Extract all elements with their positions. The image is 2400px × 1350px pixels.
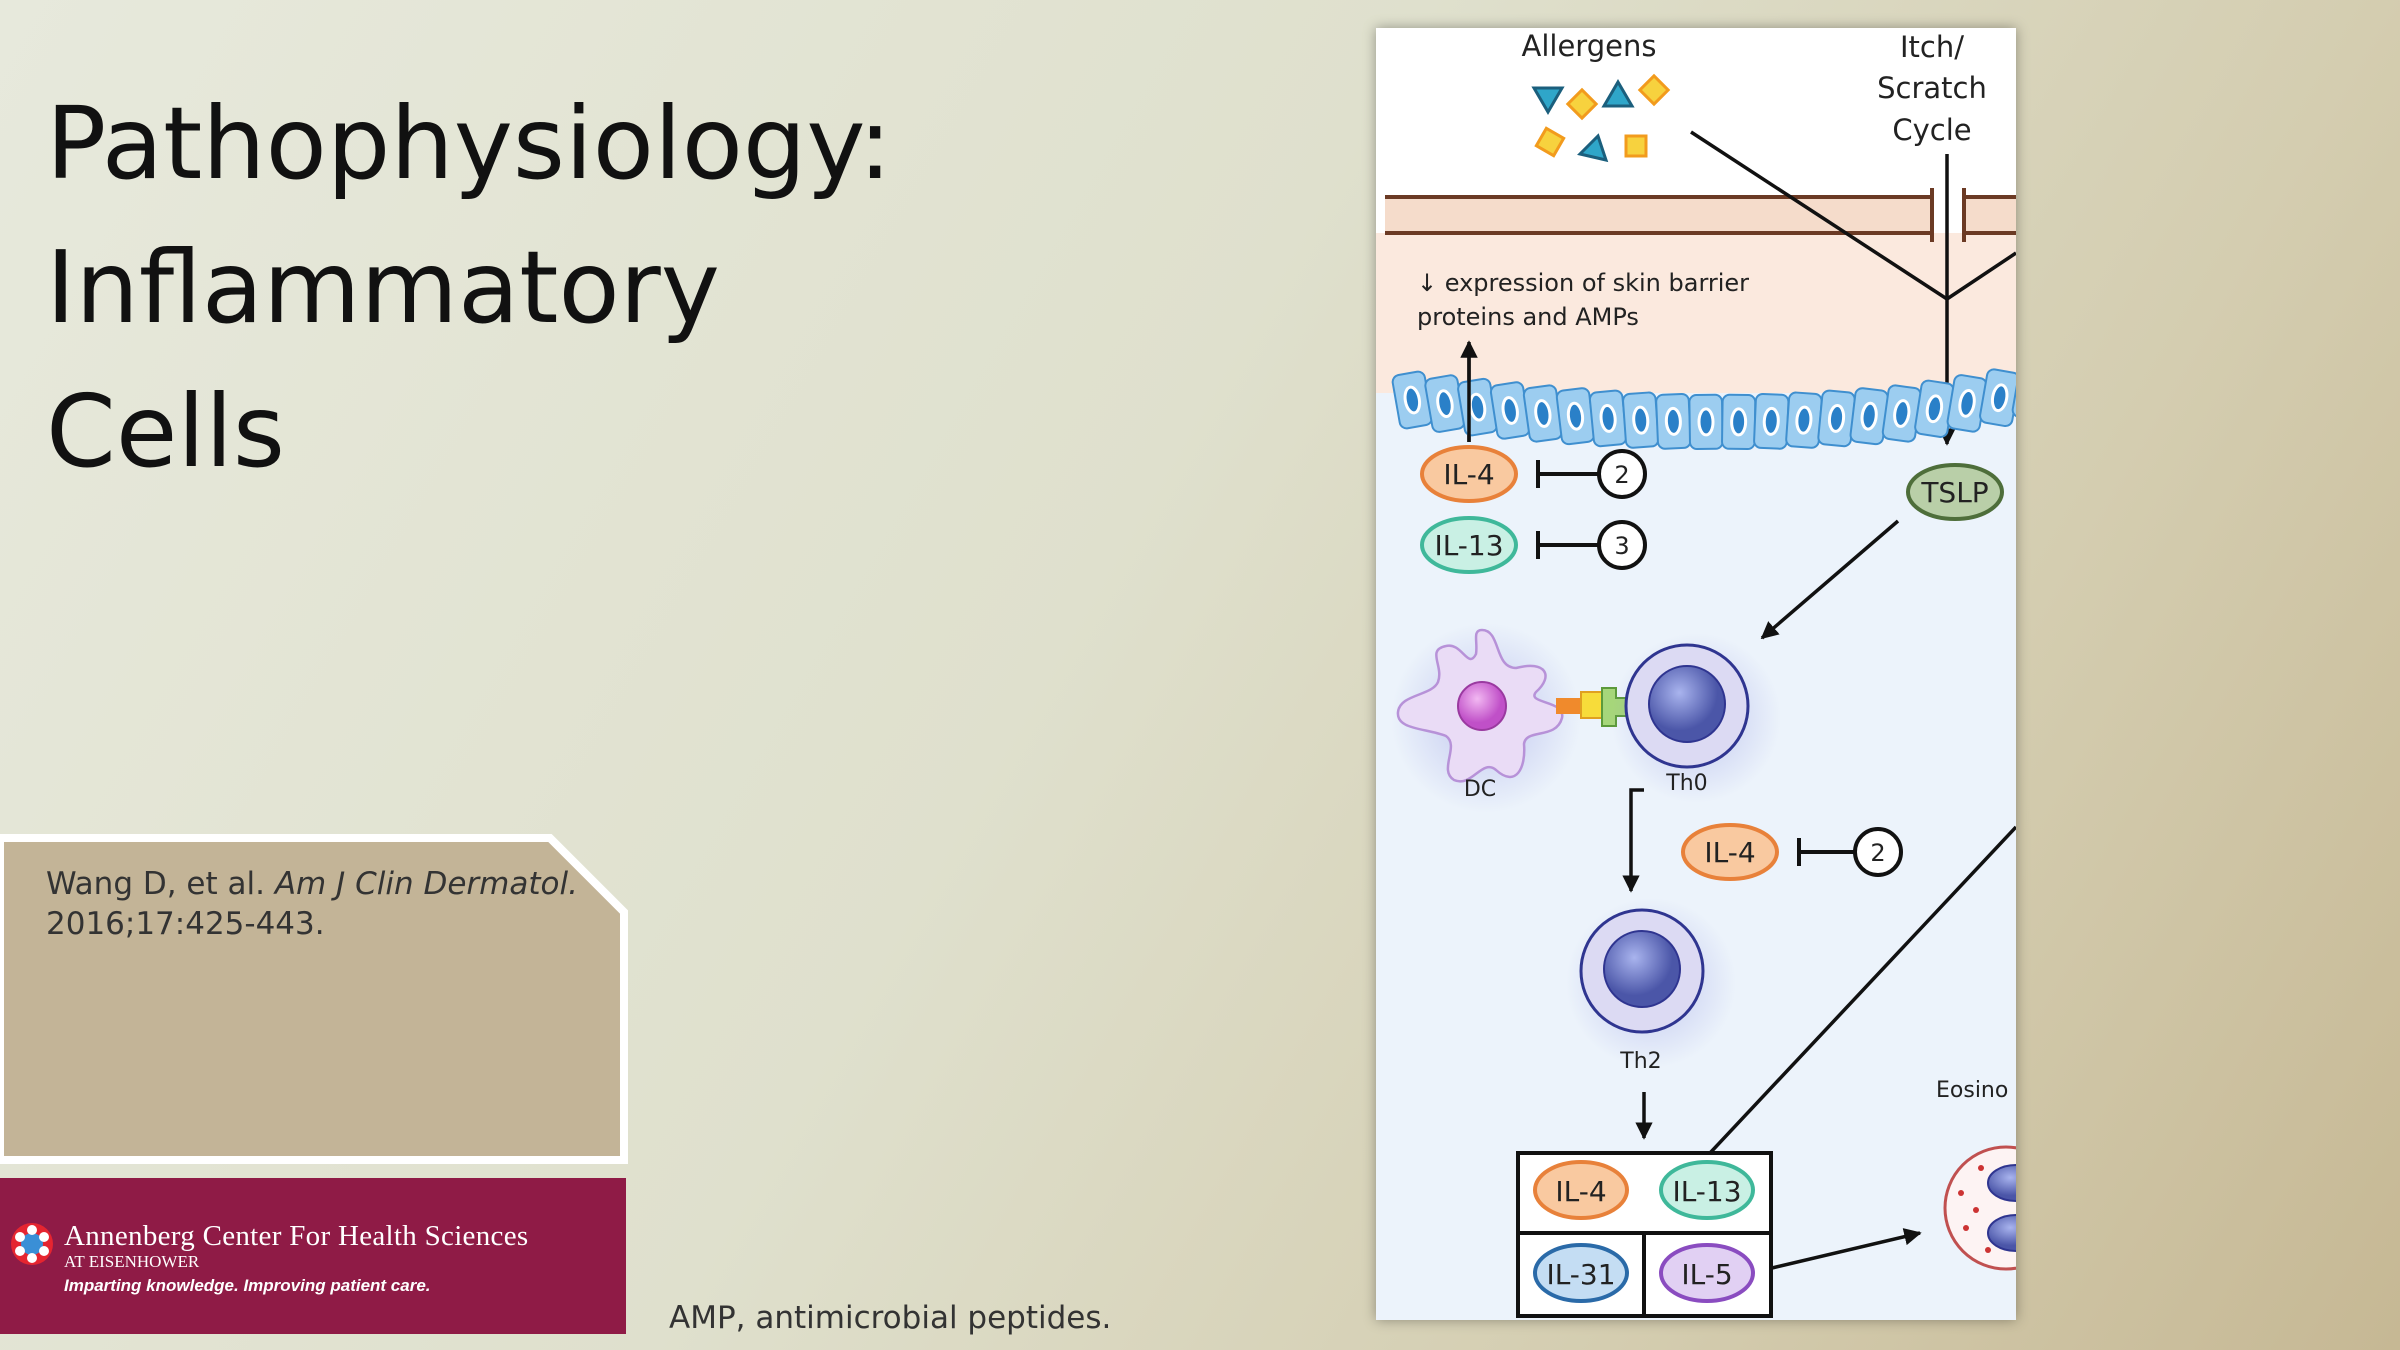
- keratinocyte-cell: [1655, 392, 1692, 450]
- il4-label: IL-4: [1443, 458, 1494, 491]
- title-line: Cells: [46, 373, 286, 490]
- keratinocyte-cell: [1588, 389, 1628, 448]
- logo-name: Annenberg Center For Health Sciences: [64, 1220, 529, 1252]
- dc-label: DC: [1464, 777, 1496, 802]
- keratinocyte-cell: [1688, 393, 1724, 451]
- annenberg-logo-bar: Annenberg Center For Health Sciences AT …: [0, 1178, 626, 1334]
- keratinocyte-cell: [1721, 393, 1757, 451]
- scratch-label: Scratch: [1877, 71, 1987, 105]
- pathway-diagram: Allergens Itch/ Scratch Cycle ↓ expressi…: [1376, 28, 2016, 1320]
- keratinocyte-cell: [1555, 387, 1596, 446]
- il31-box: IL-31: [1533, 1243, 1629, 1303]
- title-line: Pathophysiology:: [46, 85, 892, 202]
- allergens-label: Allergens: [1522, 29, 1657, 63]
- title-line: Inflammatory: [46, 229, 720, 346]
- keratinocyte-layer: [1391, 362, 2016, 451]
- eosinophil-cell: [1943, 1145, 2016, 1271]
- il13-box: IL-13: [1659, 1160, 1755, 1220]
- expression-text-line1: ↓ expression of skin barrier: [1417, 269, 1749, 297]
- inhibit-2-mid: [1797, 827, 1903, 877]
- il13-top: IL-13: [1420, 516, 1518, 574]
- logo-tagline: Imparting knowledge. Improving patient c…: [64, 1276, 431, 1295]
- keratinocyte-cell: [1753, 392, 1790, 450]
- number-2-badge: 2: [1870, 839, 1885, 867]
- citation: Wang D, et al. Am J Clin Dermatol. 2016;…: [46, 864, 578, 944]
- il4-top: IL-4: [1420, 445, 1518, 503]
- allergen-particles: [1531, 73, 1671, 163]
- number-2-badge: 2: [1614, 461, 1629, 489]
- keratinocyte-cell: [1849, 387, 1889, 446]
- citation-authors: Wang D, et al.: [46, 866, 265, 902]
- th0-cell: [1624, 643, 1750, 769]
- il4-box: IL-4: [1533, 1160, 1629, 1220]
- keratinocyte-cell: [1489, 381, 1531, 440]
- number-3-badge: 3: [1614, 532, 1629, 560]
- keratinocyte-cell: [1817, 389, 1856, 448]
- slide-title: Pathophysiology: Inflammatory Cells: [46, 72, 892, 504]
- il13-label: IL-13: [1434, 529, 1503, 562]
- keratinocyte-cell: [1946, 374, 1988, 433]
- keratinocyte-cell: [1785, 391, 1823, 449]
- tslp: TSLP: [1906, 463, 2004, 521]
- citation-box: [0, 834, 628, 1164]
- keratinocyte-cell: [1391, 370, 1433, 430]
- inhibit-3: [1536, 520, 1647, 570]
- itch-label: Itch/: [1900, 30, 1964, 64]
- th2-label: Th2: [1619, 1049, 1661, 1074]
- th2-cell: [1579, 908, 1705, 1034]
- pathway-arrows: [1460, 130, 2016, 1270]
- citation-journal: Am J Clin Dermatol.: [274, 866, 578, 902]
- pathway-figure: Allergens Itch/ Scratch Cycle ↓ expressi…: [1376, 28, 2016, 1320]
- keratinocyte-cell: [1622, 391, 1660, 449]
- dermis-peach-region: [1376, 233, 2016, 393]
- star-seal-icon: [11, 1223, 53, 1265]
- il13-label: IL-13: [1672, 1175, 1741, 1208]
- expression-text-line2: proteins and AMPs: [1417, 303, 1639, 331]
- inhibit-2-top: [1536, 449, 1647, 499]
- il5-box: IL-5: [1659, 1243, 1755, 1303]
- tslp-label: TSLP: [1920, 476, 1988, 509]
- il4-mid: IL-4: [1681, 823, 1779, 881]
- keratinocyte-cell: [1881, 384, 1922, 443]
- th0-label: Th0: [1665, 771, 1707, 796]
- eosinophil-label: Eosino: [1936, 1078, 2008, 1103]
- stratum-corneum-band: [1385, 188, 2016, 242]
- il5-label: IL-5: [1681, 1258, 1732, 1291]
- logo-sub: AT EISENHOWER: [64, 1252, 200, 1271]
- keratinocyte-cell: [1522, 384, 1563, 443]
- il4-label: IL-4: [1704, 836, 1755, 869]
- il4-label: IL-4: [1555, 1175, 1606, 1208]
- cycle-label: Cycle: [1892, 113, 1971, 147]
- citation-details: 2016;17:425-443.: [46, 906, 325, 942]
- dc-nucleus: [1457, 681, 1507, 731]
- il31-label: IL-31: [1546, 1258, 1615, 1291]
- footnote: AMP, antimicrobial peptides.: [669, 1300, 1112, 1336]
